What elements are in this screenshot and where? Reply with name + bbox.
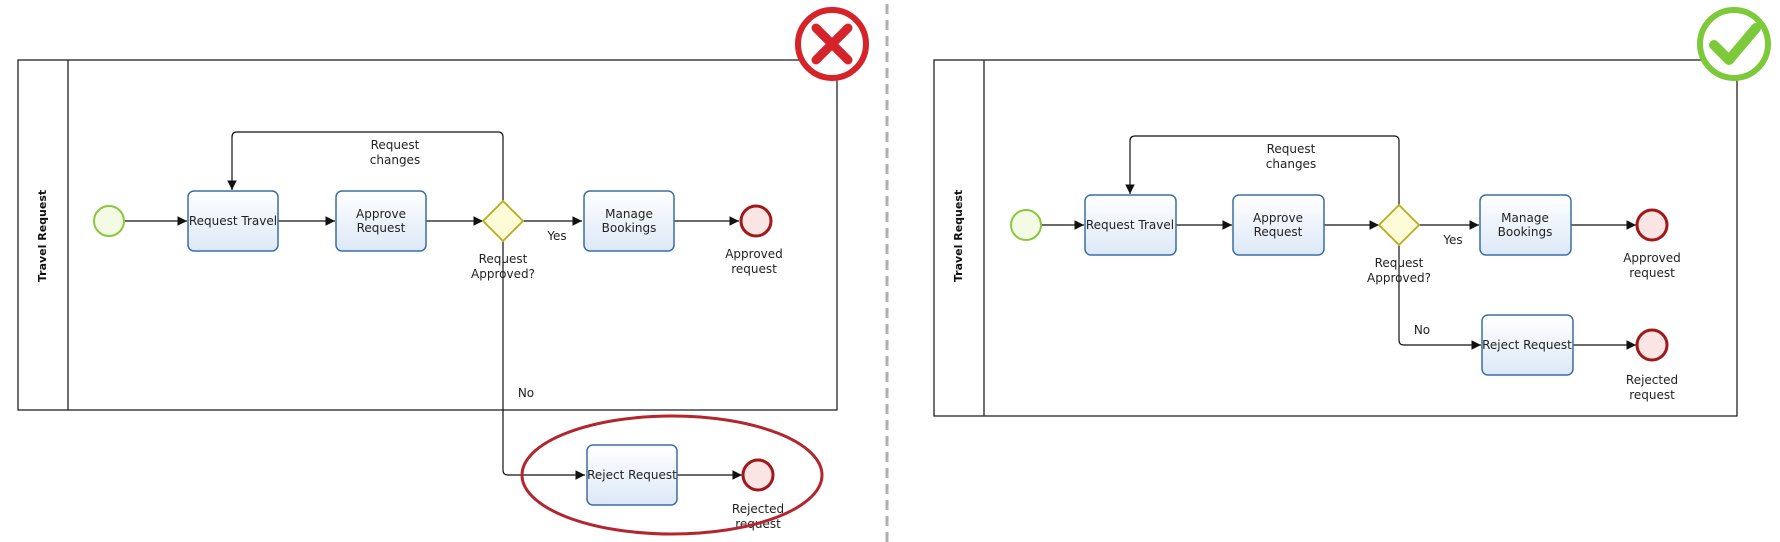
end-event-approved — [1635, 208, 1669, 242]
gateway-label-line-1: Request — [1375, 256, 1424, 270]
rejected-end-label-line-2: request — [1629, 388, 1675, 402]
gateway-label-line-1: Request — [479, 252, 528, 266]
wrong-example: Travel Request Request Travel Approve Re… — [17, 7, 869, 536]
yes-label: Yes — [546, 229, 566, 243]
correct-example: Travel Request Request Travel Approve Re… — [933, 7, 1771, 417]
task-approve-request: Approve Request — [1232, 194, 1325, 256]
approved-end-label-line-2: request — [1629, 266, 1675, 280]
gateway-label-line-2: Approved? — [471, 267, 535, 281]
approved-end-label-line-2: request — [731, 262, 777, 276]
rejected-end-label-line-1: Rejected — [732, 502, 784, 516]
loop-label-line-2: changes — [1266, 157, 1316, 171]
cross-mark-icon — [795, 7, 869, 81]
task-approve-request: Approve Request — [335, 190, 427, 252]
task-label: Reject Request — [587, 468, 677, 482]
task-label-line-1: Manage — [605, 207, 653, 221]
end-event-approved — [739, 204, 773, 238]
end-event-rejected — [741, 458, 775, 492]
task-manage-bookings: Manage Bookings — [1479, 194, 1572, 256]
start-event — [93, 205, 125, 237]
task-label: Request Travel — [189, 214, 277, 228]
approved-end-label-line-1: Approved — [725, 247, 783, 261]
task-label-line-2: Request — [357, 221, 406, 235]
task-label-line-1: Approve — [1253, 211, 1303, 225]
pool — [933, 59, 1738, 417]
task-label-line-2: Bookings — [602, 221, 657, 235]
sequence-flows — [1041, 135, 1636, 350]
check-mark-icon — [1697, 7, 1771, 81]
loop-label-line-1: Request — [371, 138, 420, 152]
exclusive-gateway — [481, 199, 525, 243]
task-request-travel: Request Travel — [187, 190, 279, 252]
gateway-label-line-2: Approved? — [1367, 271, 1431, 285]
task-label-line-2: Request — [1254, 225, 1303, 239]
start-event — [1010, 209, 1042, 241]
task-label-line-2: Bookings — [1498, 225, 1553, 239]
task-label-line-1: Approve — [356, 207, 406, 221]
approved-end-label-line-1: Approved — [1623, 251, 1681, 265]
rejected-end-label-line-1: Rejected — [1626, 373, 1678, 387]
pool — [17, 59, 838, 411]
sequence-flows — [124, 131, 742, 480]
yes-label: Yes — [1442, 233, 1462, 247]
task-reject-request: Reject Request — [586, 444, 678, 506]
task-label-line-1: Manage — [1501, 211, 1549, 225]
loop-label-line-1: Request — [1267, 142, 1316, 156]
task-reject-request: Reject Request — [1481, 314, 1574, 376]
error-highlight-ellipse — [520, 414, 824, 536]
exclusive-gateway — [1377, 203, 1421, 247]
task-manage-bookings: Manage Bookings — [583, 190, 675, 252]
no-label: No — [1414, 323, 1430, 337]
lane-label: Travel Request — [36, 190, 49, 282]
end-event-rejected — [1635, 328, 1669, 362]
lane-label: Travel Request — [952, 190, 965, 282]
task-label: Request Travel — [1086, 218, 1174, 232]
task-request-travel: Request Travel — [1084, 194, 1177, 256]
task-label: Reject Request — [1482, 338, 1572, 352]
loop-label-line-2: changes — [370, 153, 420, 167]
no-label: No — [518, 386, 534, 400]
